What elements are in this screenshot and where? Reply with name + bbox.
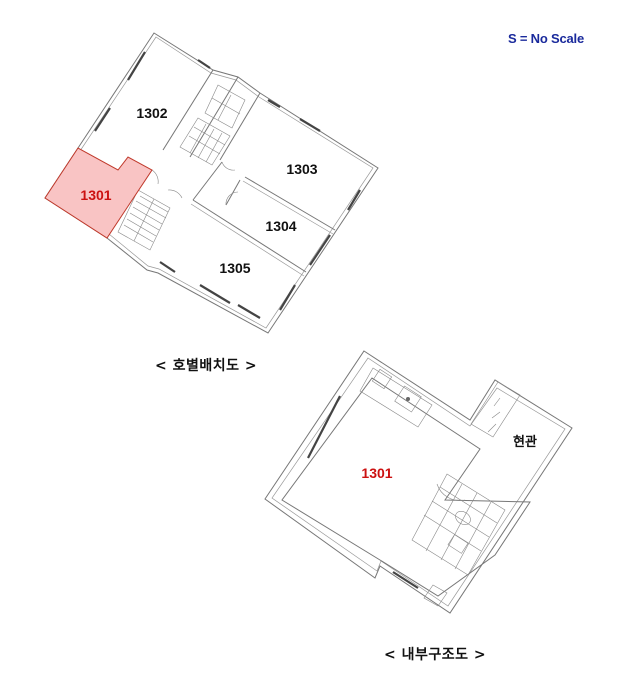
floor-layout-caption: < 호별배치도 > [155,358,258,374]
entrance-label: 현관 [513,434,537,450]
unit-1304-label: 1304 [265,218,296,234]
unit-1301-highlight[interactable] [44,147,153,239]
unit-1302-label: 1302 [136,105,167,121]
scale-note: S = No Scale [508,31,584,46]
unit-1303-label: 1303 [286,161,317,177]
unit-1305-label: 1305 [219,260,250,276]
interior-caption: < 내부구조도 > [384,647,487,663]
interior-walls [117,69,336,277]
interior-unit-label: 1301 [361,465,392,481]
unit-interior-plan [264,350,573,614]
unit-1301-label: 1301 [80,187,111,203]
